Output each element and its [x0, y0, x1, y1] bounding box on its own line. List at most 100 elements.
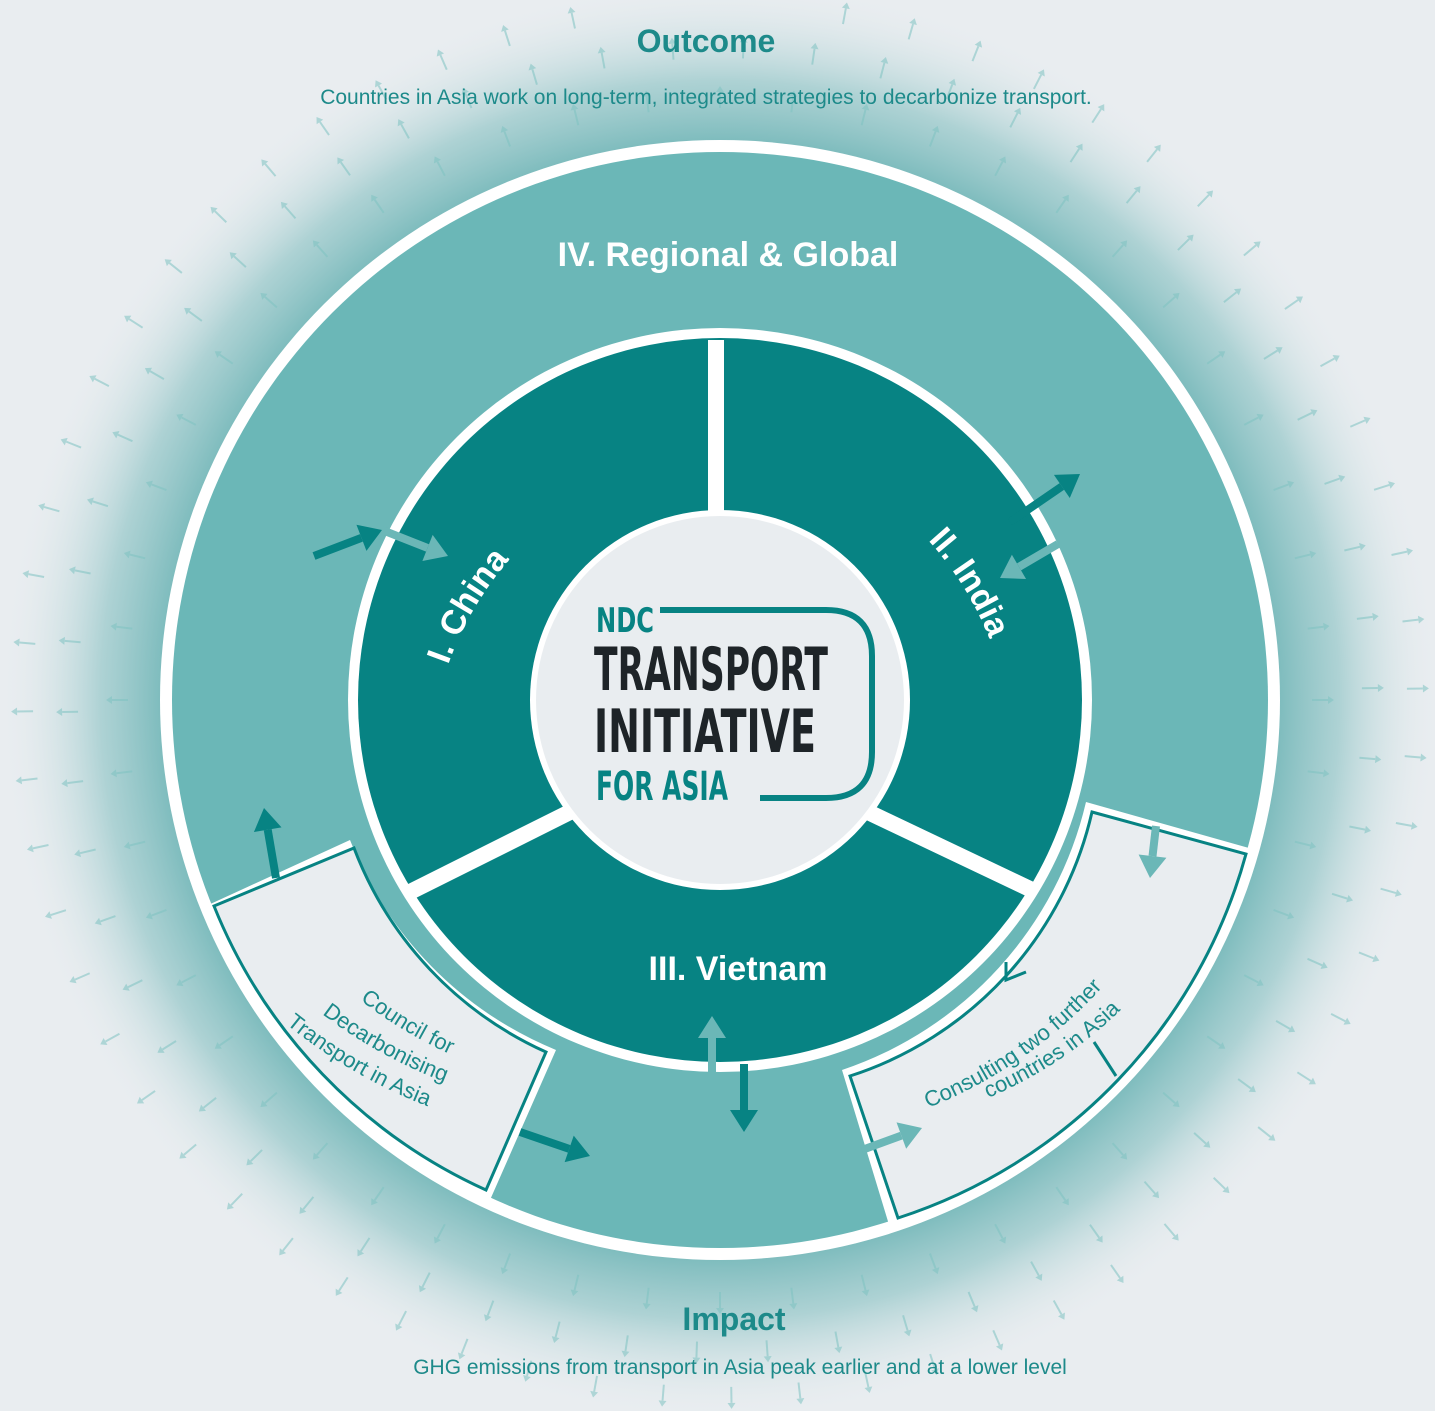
radiating-arrow	[60, 437, 82, 449]
radiating-arrow	[1009, 107, 1022, 128]
radiating-arrow	[1257, 1126, 1276, 1141]
radiating-arrow	[841, 2, 850, 25]
radiating-arrow	[1275, 1019, 1296, 1033]
radiating-arrow	[1223, 288, 1242, 303]
radiating-arrow	[1284, 296, 1303, 310]
radiating-arrow	[210, 206, 228, 223]
radiating-arrow	[371, 1186, 385, 1206]
radiating-arrow	[1294, 550, 1317, 560]
radiating-arrow	[1212, 1177, 1230, 1194]
radiating-arrow	[260, 292, 278, 309]
radiating-arrow	[1273, 480, 1295, 492]
radiating-arrow	[716, 1292, 724, 1314]
radiating-arrow	[397, 119, 410, 139]
radiating-arrow	[1395, 821, 1418, 830]
radiating-arrow	[89, 375, 110, 387]
radiating-arrow	[500, 125, 512, 147]
label-vietnam: III. Vietnam	[649, 950, 828, 988]
link-arrows	[253, 474, 1167, 1163]
radiating-arrow	[789, 90, 798, 113]
radiating-arrow	[551, 1321, 561, 1343]
radiating-arrow	[179, 1143, 197, 1159]
council-arrow-up	[253, 808, 282, 879]
radiating-arrow	[226, 1192, 243, 1210]
vietnam-arrow-up	[698, 1016, 726, 1080]
radiating-arrow	[860, 1274, 870, 1297]
china-arrow-out	[312, 524, 382, 560]
radiating-arrow	[994, 1223, 1007, 1244]
logo-initiative: INITIATIVE	[594, 697, 816, 767]
radiating-arrow	[44, 909, 67, 919]
radiating-arrow	[260, 1091, 278, 1108]
radiating-arrow	[1380, 887, 1402, 897]
vietnam-arrow-down	[730, 1064, 758, 1132]
radiating-arrow	[1349, 416, 1371, 428]
radiating-arrow	[144, 367, 165, 381]
radiating-arrow	[1055, 1186, 1069, 1206]
radiating-arrow	[375, 80, 388, 100]
radiating-arrow	[501, 24, 511, 47]
radiating-arrow	[834, 1331, 843, 1354]
radiating-arrow	[1055, 194, 1069, 214]
radiating-arrow	[716, 86, 724, 108]
radiating-arrow	[1177, 234, 1194, 251]
radiating-arrow	[123, 550, 146, 560]
radiating-arrow	[214, 1035, 234, 1049]
radiating-arrow	[796, 1382, 805, 1405]
radiating-arrow	[124, 315, 144, 329]
radiating-arrow	[1206, 351, 1226, 365]
china-arrow-in	[380, 526, 448, 561]
radiating-arrow	[1356, 612, 1379, 621]
radiating-arrows	[11, 2, 1429, 1409]
council-arrow-right	[518, 1128, 590, 1163]
radiating-arrow	[145, 908, 167, 920]
radiating-arrow	[1052, 1300, 1065, 1320]
radiating-arrow	[198, 1097, 217, 1112]
radiating-arrow	[69, 972, 91, 984]
radiating-arrow	[1033, 69, 1045, 90]
radiating-arrow	[436, 49, 448, 71]
radiating-arrow	[692, 1341, 701, 1364]
radiating-arrow	[461, 87, 473, 109]
council-box	[206, 840, 556, 1200]
consulting-arrow-right	[860, 1122, 922, 1154]
radiating-arrow	[11, 707, 34, 716]
radiating-arrow	[1197, 190, 1214, 208]
radiating-arrow	[523, 1360, 533, 1382]
logo-ndc: NDC	[596, 601, 654, 641]
radiating-arrow	[279, 1237, 294, 1256]
radiating-arrow	[1243, 974, 1264, 987]
radiating-arrow	[1349, 825, 1371, 834]
radiating-arrow	[106, 696, 128, 704]
radiating-arrow	[337, 157, 351, 176]
radiating-arrow	[1243, 241, 1261, 257]
radiating-arrow	[299, 1196, 315, 1214]
radiating-arrow	[371, 194, 385, 214]
radiating-arrow	[61, 779, 84, 788]
radiating-arrow	[763, 1340, 772, 1363]
radiating-arrow	[992, 1329, 1004, 1351]
radiating-arrow	[907, 18, 917, 40]
radiating-arrow	[1273, 908, 1295, 920]
radiating-arrow	[1307, 957, 1328, 969]
radiating-arrow	[145, 480, 167, 492]
logo-for-asia: FOR ASIA	[596, 764, 728, 810]
radiating-arrow	[1125, 186, 1141, 204]
radiating-arrow	[1263, 347, 1283, 360]
radiating-arrow	[157, 1040, 177, 1053]
radiating-arrow	[123, 840, 146, 850]
radiating-arrow	[58, 636, 81, 645]
radiating-arrow	[38, 503, 60, 513]
radiating-arrow	[739, 36, 748, 59]
radiating-arrow	[994, 156, 1007, 177]
radiating-arrow	[1111, 240, 1128, 258]
radiating-arrow	[567, 6, 576, 29]
radiating-arrow	[357, 1237, 371, 1257]
divider-india-vietnam	[864, 804, 1036, 898]
radiating-arrow	[312, 1142, 329, 1160]
radiating-arrow	[1312, 696, 1334, 704]
radiating-arrow	[789, 1287, 798, 1310]
radiating-arrow	[1296, 1071, 1316, 1085]
radiating-arrow	[727, 1386, 736, 1409]
